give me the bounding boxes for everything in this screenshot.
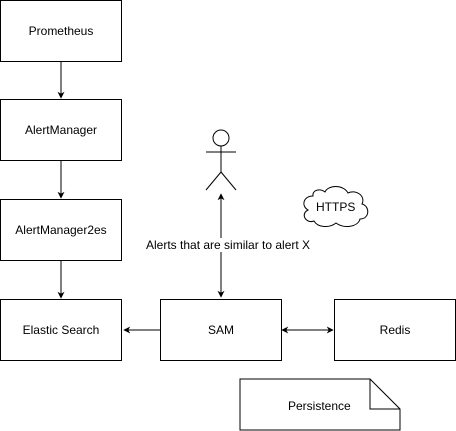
node-alertmanager: AlertManager (0, 99, 122, 161)
node-alertmanager-label: AlertManager (24, 123, 98, 137)
node-sam-label: SAM (207, 323, 234, 337)
node-elastic-search: Elastic Search (0, 299, 122, 361)
node-alertmanager2es: AlertManager2es (0, 199, 122, 261)
node-prometheus: Prometheus (0, 0, 122, 62)
node-elastic-search-label: Elastic Search (22, 323, 100, 337)
cloud-icon (303, 186, 369, 227)
node-sam: SAM (160, 299, 282, 361)
node-persistence-label: Persistence (288, 399, 351, 413)
edge-label-actor-sam: Alerts that are similar to alert X (144, 238, 313, 252)
node-redis-label: Redis (379, 323, 411, 337)
actor-icon (205, 129, 237, 191)
node-alertmanager2es-label: AlertManager2es (15, 223, 107, 237)
persistence-note-shape (239, 378, 401, 431)
node-prometheus-label: Prometheus (28, 24, 94, 38)
cloud-label: HTTPS (316, 200, 356, 214)
persistence-note-fold (369, 379, 400, 410)
node-redis: Redis (334, 299, 456, 361)
